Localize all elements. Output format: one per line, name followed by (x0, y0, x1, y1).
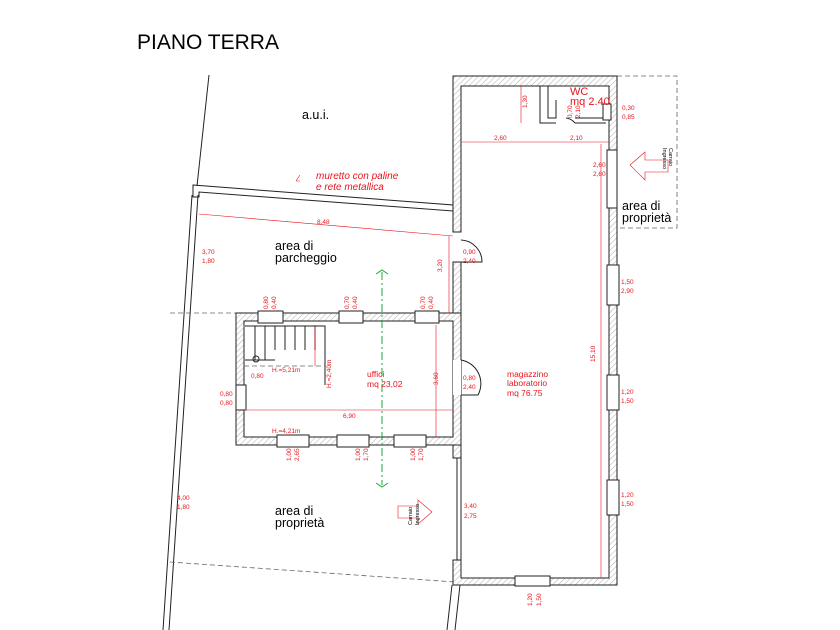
svg-text:15,10: 15,10 (590, 345, 597, 362)
svg-text:1,20: 1,20 (621, 389, 634, 396)
svg-text:2,40: 2,40 (463, 384, 476, 391)
svg-text:0,80: 0,80 (220, 391, 233, 398)
room-wc-area: mq 2.40 (570, 96, 610, 108)
svg-text:1,80: 1,80 (202, 258, 215, 265)
svg-text:2,10: 2,10 (575, 105, 582, 118)
room-warehouse-area: mq 76.75 (507, 388, 543, 398)
room-offices: uffici (367, 369, 384, 379)
svg-text:1,80: 1,80 (177, 504, 190, 511)
svg-text:2,10: 2,10 (570, 135, 583, 142)
office-walls (235, 310, 482, 448)
svg-text:0,80: 0,80 (263, 296, 270, 309)
area-property: proprietà (622, 211, 671, 225)
entrance-arrow-icon (629, 151, 669, 181)
svg-text:2,65: 2,65 (294, 448, 301, 461)
svg-text:1,70: 1,70 (363, 448, 370, 461)
svg-text:1,50: 1,50 (621, 501, 634, 508)
svg-text:0,70: 0,70 (344, 296, 351, 309)
plan-title: PIANO TERRA (137, 31, 279, 54)
svg-text:0,40: 0,40 (428, 296, 435, 309)
svg-text:4,00: 4,00 (177, 495, 190, 502)
svg-text:1,00: 1,00 (410, 448, 417, 461)
svg-text:1,50: 1,50 (536, 593, 543, 606)
area-parking: area di (275, 239, 313, 253)
svg-text:1,20: 1,20 (621, 492, 634, 499)
room-warehouse: magazzino (507, 369, 548, 379)
svg-text:0,40: 0,40 (352, 296, 359, 309)
area-property: proprietà (275, 516, 324, 530)
svg-text:0,40: 0,40 (271, 296, 278, 309)
svg-text:Ingresso: Ingresso (661, 148, 667, 169)
fence-note: muretto con paline (316, 171, 399, 182)
svg-text:3,40: 3,40 (464, 503, 477, 510)
svg-text:3,70: 3,70 (202, 249, 215, 256)
svg-text:0,30: 0,30 (622, 105, 635, 112)
svg-text:1,30: 1,30 (522, 95, 529, 108)
svg-text:1,50: 1,50 (621, 398, 634, 405)
svg-text:2,75: 2,75 (464, 513, 477, 520)
dimension-labels: 1,30 0,70 2,10 0,30 0,85 2,60 2,10 2,60 … (177, 95, 635, 606)
svg-text:H.=5,21m: H.=5,21m (272, 367, 300, 374)
svg-text:0,80: 0,80 (220, 400, 233, 407)
area-property: area di (275, 504, 313, 518)
svg-text:2,90: 2,90 (621, 288, 634, 295)
svg-text:1,00: 1,00 (355, 448, 362, 461)
svg-text:6,90: 6,90 (343, 413, 356, 420)
svg-text:0,85: 0,85 (622, 114, 635, 121)
svg-text:0,70: 0,70 (420, 296, 427, 309)
svg-text:H.=2,40m: H.=2,40m (326, 360, 333, 388)
svg-text:1,70: 1,70 (418, 448, 425, 461)
room-warehouse: laboratorio (507, 378, 547, 388)
dimension-lines (198, 86, 669, 578)
fence-note: e rete metallica (316, 182, 384, 193)
svg-text:Carraio: Carraio (667, 148, 673, 166)
room-offices-area: mq 23,02 (367, 379, 403, 389)
svg-text:0,80: 0,80 (463, 375, 476, 382)
area-property: area di (622, 199, 660, 213)
section-arrow-icon (375, 269, 389, 488)
area-aui: a.u.i. (302, 108, 329, 122)
svg-text:2,60: 2,60 (494, 135, 507, 142)
area-parking: parcheggio (275, 251, 337, 265)
svg-text:2,60: 2,60 (593, 171, 606, 178)
warehouse-walls (452, 75, 620, 587)
svg-text:0,80: 0,80 (251, 373, 264, 380)
svg-text:1,20: 1,20 (527, 593, 534, 606)
svg-text:0,70: 0,70 (567, 105, 574, 118)
svg-text:8,48: 8,48 (317, 219, 330, 226)
svg-text:2,40: 2,40 (463, 258, 476, 265)
svg-text:0,90: 0,90 (463, 249, 476, 256)
svg-text:Carraio: Carraio (408, 507, 414, 525)
svg-text:Ingresso: Ingresso (415, 504, 421, 525)
room-wc: WC (570, 86, 588, 98)
svg-text:3,20: 3,20 (437, 259, 444, 272)
svg-text:1,00: 1,00 (286, 448, 293, 461)
svg-text:2,60: 2,60 (593, 162, 606, 169)
svg-text:1,50: 1,50 (621, 279, 634, 286)
svg-text:H.=4,21m: H.=4,21m (272, 428, 300, 435)
entrance-arrow-icon (397, 499, 433, 525)
entrance-note-bottom: Carraio Ingresso (408, 504, 421, 525)
entrance-note-right: Ingresso Carraio (661, 148, 673, 169)
svg-text:3,60: 3,60 (433, 372, 440, 385)
